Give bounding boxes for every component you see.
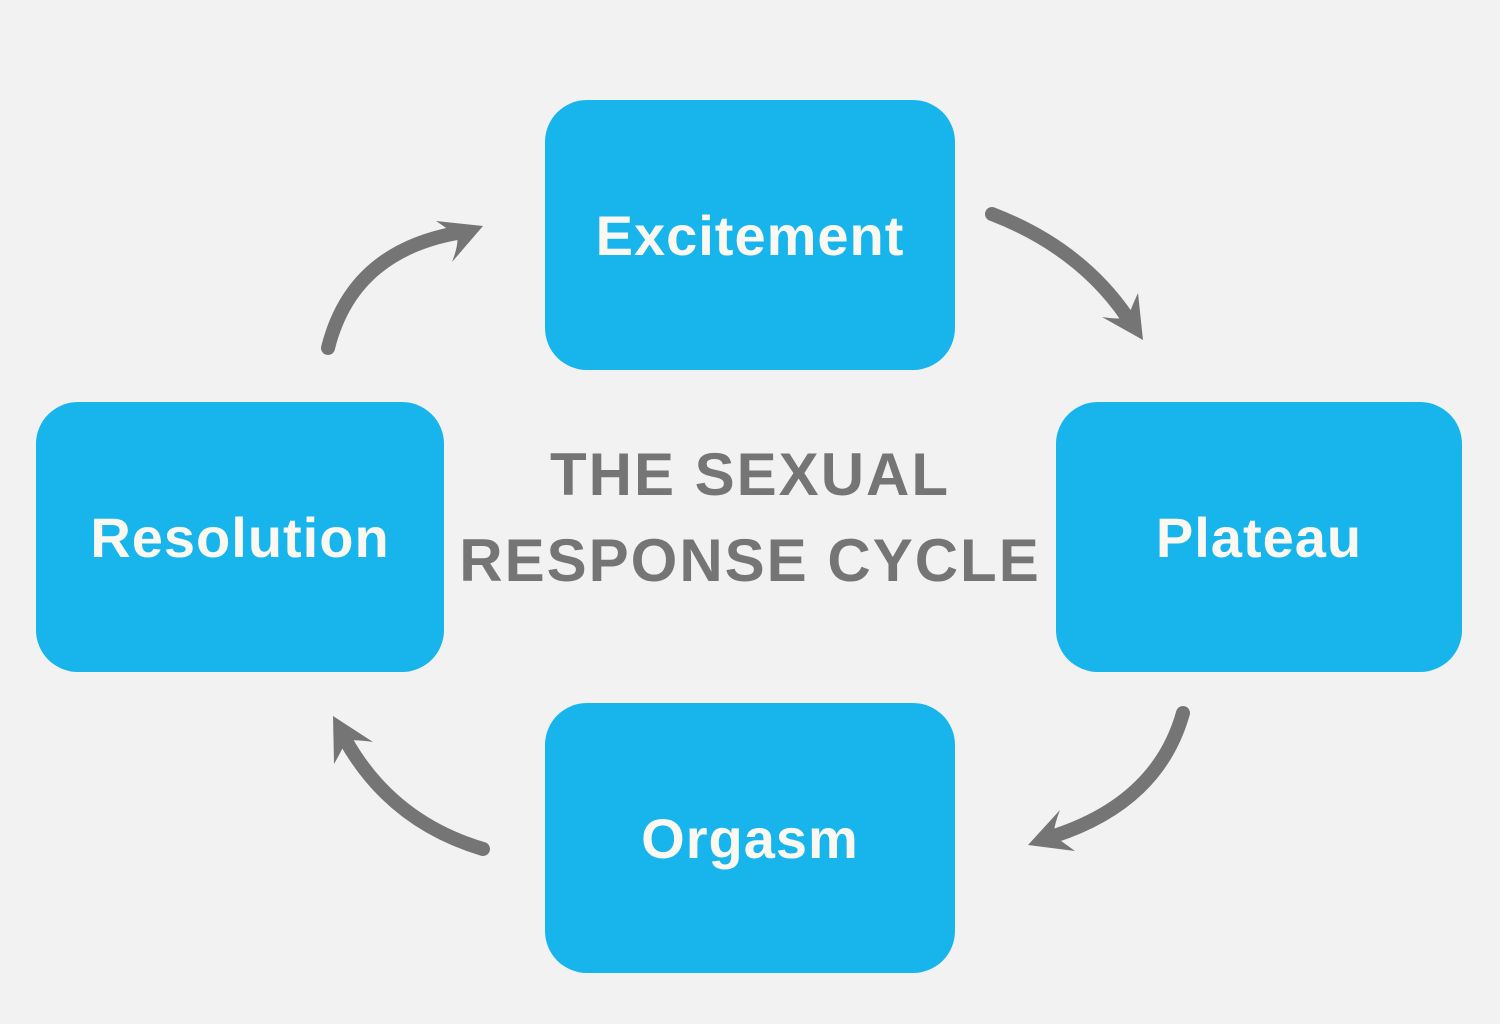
stage-label-orgasm: Orgasm bbox=[641, 806, 859, 870]
curved-arrow-excitement-to-plateau-icon bbox=[985, 207, 1143, 340]
stage-label-resolution: Resolution bbox=[90, 505, 390, 569]
title-line-1: THE SEXUAL bbox=[549, 441, 951, 508]
stage-label-plateau: Plateau bbox=[1155, 505, 1363, 569]
stage-box-plateau: Plateau bbox=[1056, 402, 1462, 672]
stage-box-excitement: Excitement bbox=[545, 100, 955, 370]
diagram-title: THE SEXUAL RESPONSE CYCLE bbox=[400, 432, 1100, 604]
curved-arrow-resolution-to-excitement-icon bbox=[321, 221, 483, 355]
stage-box-resolution: Resolution bbox=[36, 402, 444, 672]
curved-arrow-orgasm-to-resolution-icon bbox=[333, 716, 490, 856]
stage-label-excitement: Excitement bbox=[595, 203, 905, 267]
stage-box-orgasm: Orgasm bbox=[545, 703, 955, 973]
title-line-2: RESPONSE CYCLE bbox=[459, 527, 1041, 594]
curved-arrow-plateau-to-orgasm-icon bbox=[1028, 706, 1190, 851]
